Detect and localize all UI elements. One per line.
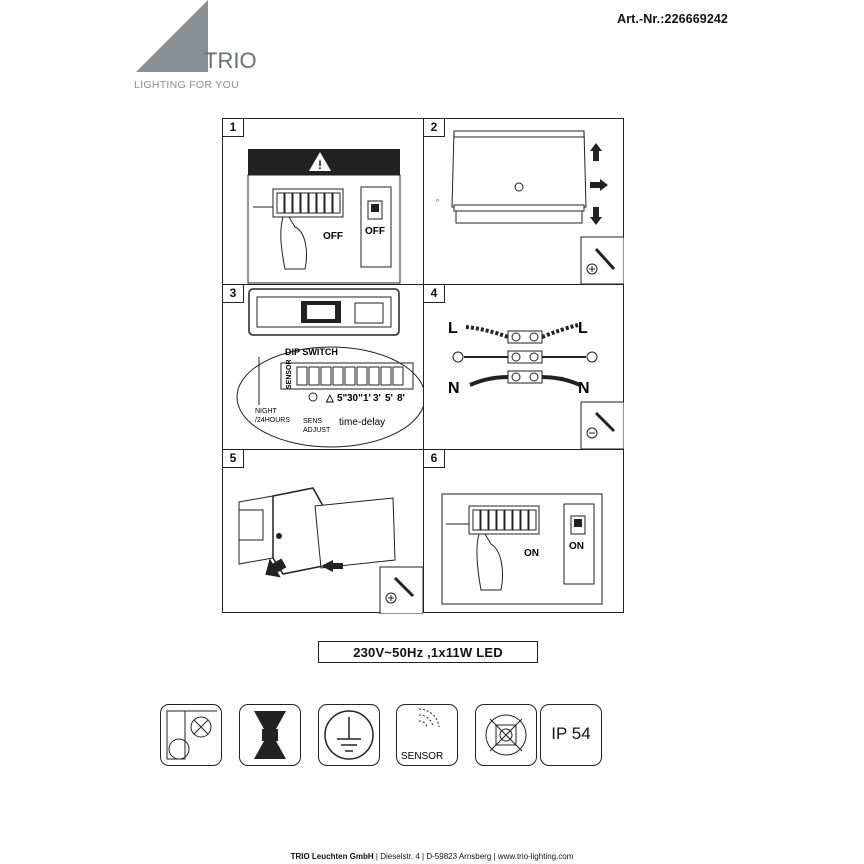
wall-off-label: OFF bbox=[365, 226, 385, 237]
delay-5m: 5' bbox=[385, 393, 393, 404]
step-4-illustration: L L N N bbox=[448, 320, 624, 450]
svg-text:!: ! bbox=[318, 158, 322, 172]
delay-5s: 5" bbox=[337, 393, 348, 404]
svg-text:△: △ bbox=[325, 393, 334, 404]
step-4: 4 L L N N bbox=[424, 285, 624, 450]
hours-label: /24HOURS bbox=[255, 417, 290, 424]
mounting-icon bbox=[160, 704, 222, 766]
step-5-illustration bbox=[238, 487, 423, 614]
live-label-left: L bbox=[448, 320, 458, 337]
step-number: 2 bbox=[424, 119, 445, 137]
step-number: 5 bbox=[223, 450, 244, 468]
delay-8m: 8' bbox=[397, 393, 405, 404]
off-label: OFF bbox=[323, 231, 343, 242]
step-2: 2 ▫ bbox=[424, 119, 624, 284]
step-2-illustration: ▫ bbox=[436, 130, 624, 284]
delay-3m: 3' bbox=[373, 393, 381, 404]
ip-rating-icon: IP 54 bbox=[540, 704, 602, 766]
footer-city: D-59823 Arnsberg bbox=[426, 852, 492, 861]
sensor-label: SENSOR bbox=[286, 359, 293, 389]
night-label: NIGHT bbox=[255, 408, 278, 415]
power-spec: 230V~50Hz ,1x11W LED bbox=[318, 641, 538, 663]
step-6: 6 ON ON bbox=[424, 450, 624, 615]
delay-30s: 30" bbox=[347, 393, 363, 404]
step-1-illustration: ! OFF OFF bbox=[247, 149, 401, 284]
arrow-icons bbox=[590, 143, 608, 225]
article-number: Art.-Nr.:226669242 bbox=[617, 12, 728, 26]
up-down-light-icon bbox=[239, 704, 301, 766]
step-number: 4 bbox=[424, 285, 445, 303]
sensor-icon: SENSOR bbox=[396, 704, 458, 766]
brand-name: TRIO bbox=[204, 48, 257, 73]
time-delay-label: time-delay bbox=[339, 417, 385, 428]
adjust-label: ADJUST bbox=[303, 427, 331, 434]
step-number: 1 bbox=[223, 119, 244, 137]
neutral-label-left: N bbox=[448, 380, 460, 397]
brand-tagline: LIGHTING FOR YOU bbox=[134, 79, 239, 91]
wall-on-label: ON bbox=[569, 541, 584, 552]
step-number: 3 bbox=[223, 285, 244, 303]
on-label: ON bbox=[524, 548, 539, 559]
dip-switch-title: DIP SWITCH bbox=[285, 347, 338, 357]
no-dimmer-icon bbox=[475, 704, 537, 766]
trio-logo: TRIO LIGHTING FOR YOU bbox=[134, 0, 257, 91]
neutral-label-right: N bbox=[578, 380, 590, 397]
ip-rating-label: IP 54 bbox=[551, 724, 591, 743]
footer: TRIO Leuchten GmbH | Dieselstr. 4 | D-59… bbox=[290, 852, 574, 861]
instruction-grid: 1 ! OFF OFF 2 ▫ bbox=[222, 118, 624, 615]
step-6-illustration: ON ON bbox=[441, 493, 603, 605]
footer-street: Dieselstr. 4 bbox=[380, 852, 420, 861]
live-label-right: L bbox=[578, 320, 588, 337]
footer-company: TRIO Leuchten GmbH bbox=[290, 852, 374, 861]
delay-1m: 1' bbox=[363, 393, 371, 404]
footer-website: www.trio-lighting.com bbox=[497, 852, 574, 861]
svg-text:▫: ▫ bbox=[436, 196, 439, 205]
sens-label: SENS bbox=[303, 418, 322, 425]
step-3-illustration: DIP SWITCH SENSOR △ 5" 30" 1' 3' 5' 8' N… bbox=[236, 288, 423, 448]
step-5: 5 bbox=[223, 450, 423, 615]
sensor-icon-label: SENSOR bbox=[401, 751, 443, 762]
step-number: 6 bbox=[424, 450, 445, 468]
earth-ground-icon bbox=[318, 704, 380, 766]
step-1: 1 ! OFF OFF bbox=[223, 119, 423, 284]
step-3: 3 DIP SWITCH SENSOR △ 5" 30" 1' 3' 5' 8'… bbox=[223, 285, 423, 450]
